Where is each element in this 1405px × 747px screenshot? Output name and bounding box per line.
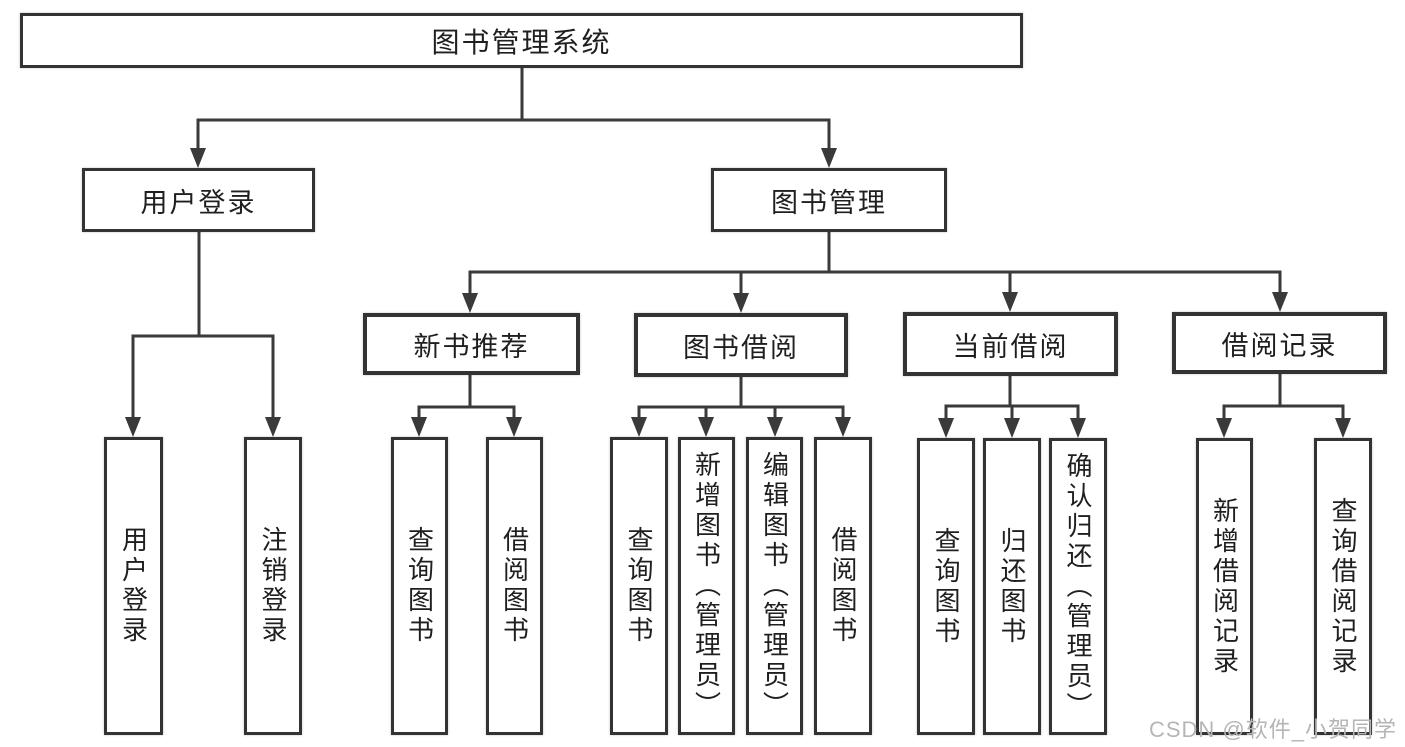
- leaf-label: 查询图书: [931, 526, 961, 647]
- leaf-label: 查询借阅记录: [1328, 496, 1358, 677]
- leaf-label: 新增借阅记录: [1209, 496, 1240, 677]
- leaf-label: 借阅图书: [828, 526, 858, 646]
- node-root: 图书管理系统: [20, 13, 1023, 68]
- node-leaf-logout: 注销登录: [244, 437, 302, 735]
- leaf-label: 编辑图书（管理员）: [759, 451, 790, 721]
- node-new-book-recommend: 新书推荐: [363, 313, 580, 375]
- node-book-management: 图书管理: [711, 168, 947, 232]
- node-leaf-bb-add-books: 新增图书（管理员）: [678, 437, 735, 735]
- leaf-label: 查询图书: [404, 526, 435, 646]
- leaf-label: 归还图书: [997, 526, 1027, 647]
- node-leaf-bb-borrow-books: 借阅图书: [814, 437, 872, 735]
- node-leaf-br-add-record: 新增借阅记录: [1196, 438, 1253, 735]
- node-borrow-records: 借阅记录: [1172, 312, 1387, 374]
- node-leaf-br-query-record: 查询借阅记录: [1314, 438, 1372, 735]
- leaf-label: 确认归还（管理员）: [1063, 451, 1093, 722]
- csdn-watermark: CSDN @软件_小贺同学: [1148, 717, 1397, 742]
- node-leaf-cb-confirm-return: 确认归还（管理员）: [1049, 438, 1107, 735]
- node-leaf-cb-query-books: 查询图书: [917, 438, 975, 735]
- leaf-label: 用户登录: [118, 526, 149, 646]
- node-book-borrowing: 图书借阅: [634, 313, 848, 377]
- node-leaf-nb-borrow-books: 借阅图书: [486, 437, 543, 735]
- node-leaf-bb-query-books: 查询图书: [610, 437, 668, 735]
- node-leaf-cb-return-books: 归还图书: [983, 438, 1041, 735]
- leaf-label: 查询图书: [624, 526, 654, 646]
- node-leaf-nb-query-books: 查询图书: [391, 437, 448, 735]
- node-leaf-user-login: 用户登录: [104, 437, 163, 735]
- node-leaf-bb-edit-books: 编辑图书（管理员）: [746, 437, 803, 735]
- node-user-login: 用户登录: [82, 168, 315, 232]
- leaf-label: 借阅图书: [499, 526, 530, 646]
- leaf-label: 注销登录: [258, 526, 288, 646]
- leaf-label: 新增图书（管理员）: [691, 451, 722, 721]
- node-current-borrowing: 当前借阅: [903, 312, 1118, 376]
